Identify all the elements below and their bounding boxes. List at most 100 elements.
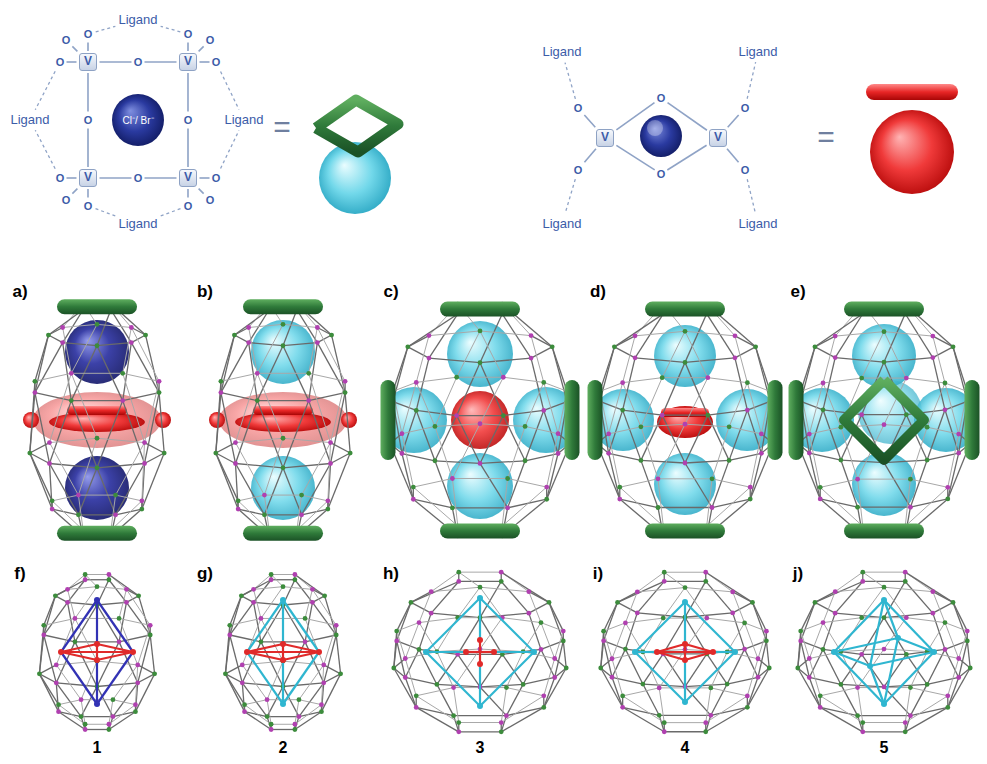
cage-atom [433,458,438,463]
cage-edge [809,649,823,677]
inner-atom [895,635,901,641]
cage-atom [623,620,628,625]
inner-edge [884,600,898,638]
cage-atom [657,713,662,718]
cage-edge [85,574,109,575]
cage-edge [454,649,480,688]
cage-atom [859,376,864,381]
cage-atom [882,360,887,365]
cage-edge [712,427,729,479]
atom-label: V [184,170,192,184]
cage-atom [539,620,544,625]
cage-atom [456,579,461,584]
cage-edge [801,383,823,392]
bond-line [616,103,654,130]
cage-edge [503,416,525,461]
cage-edge [394,668,416,707]
equals-sign: = [817,120,835,153]
cage-atom [620,705,625,710]
cage-edge [225,674,244,705]
green-bar [645,523,725,538]
cage-atom [818,497,823,502]
cage-edge [685,460,729,463]
cage-atom [135,680,140,685]
oxygen-label: O [741,164,750,176]
cage-atom [403,675,408,680]
inner-edge [635,651,657,653]
cage-wireframe [391,570,568,735]
cage-edge [216,393,221,453]
inner-atom [831,649,837,655]
cage-atom [833,334,838,339]
cage-edge [503,410,543,415]
cage-edge [123,393,159,401]
cage-atom [46,333,51,338]
ligand-dash [161,209,181,216]
green-bar [789,380,804,460]
cage-edge [56,642,75,683]
panel-h [391,570,568,735]
cage-edge [419,592,431,623]
cage-edge [411,602,431,613]
panel-letter: h) [383,565,399,584]
cage-edge [863,731,905,732]
cage-atom [319,702,324,707]
cage-edge [419,618,458,623]
cage-edge [435,461,480,464]
cage-edge [302,463,331,514]
cage-edge [706,572,753,602]
cage-atom [750,600,755,605]
cage-edge [221,373,257,381]
cage-edge [97,401,123,468]
cage-edge [623,383,641,427]
cage-edge [457,377,504,378]
cage-edge [457,415,504,416]
cage-edge [480,587,529,591]
bond-line [87,73,89,112]
cage-atom [451,685,456,690]
inner-atom [477,661,483,667]
ligand-label: Ligand [10,113,49,127]
green-bar [57,526,137,541]
cage-edge [905,572,953,602]
cage-atom [943,407,948,412]
cage-atom [76,493,81,498]
cage-atom [601,638,606,643]
cage-edge [78,514,115,515]
cage-wireframe [37,572,157,732]
green-bar [645,302,725,317]
atom-label: V [714,130,722,144]
cage-edge [216,453,238,509]
cage-edge [331,381,346,442]
cage-edge [413,478,452,487]
cage-edge [933,336,953,347]
cage-edge [49,443,78,496]
schematics [316,84,958,214]
cage-edge [884,587,933,591]
cage-edge [81,716,113,717]
inner-atom [280,701,286,707]
cage-atom [956,656,961,661]
cage-atom [855,685,860,690]
cage-edge [35,373,71,381]
cage-edge [529,592,541,623]
cage-edge [419,623,437,652]
inner-edge [61,644,97,652]
cage-edge [49,463,78,514]
cage-edge [480,331,531,336]
cage-edge [216,453,238,501]
cage-edge [85,724,109,725]
cage-atom [65,600,70,605]
inner-atom [423,649,429,655]
anion-sphere: Cl⁻/ Br⁻ [111,93,165,147]
cage-edge [625,592,637,623]
cage-edge [635,358,685,363]
inner-edge [97,652,133,704]
cage-atom [325,498,330,503]
cage-edge [116,443,145,496]
cage-atom [499,570,504,575]
bond-line [728,115,739,127]
bond-line [727,149,739,163]
cage-edge [235,463,283,467]
cage-atom [759,432,764,437]
